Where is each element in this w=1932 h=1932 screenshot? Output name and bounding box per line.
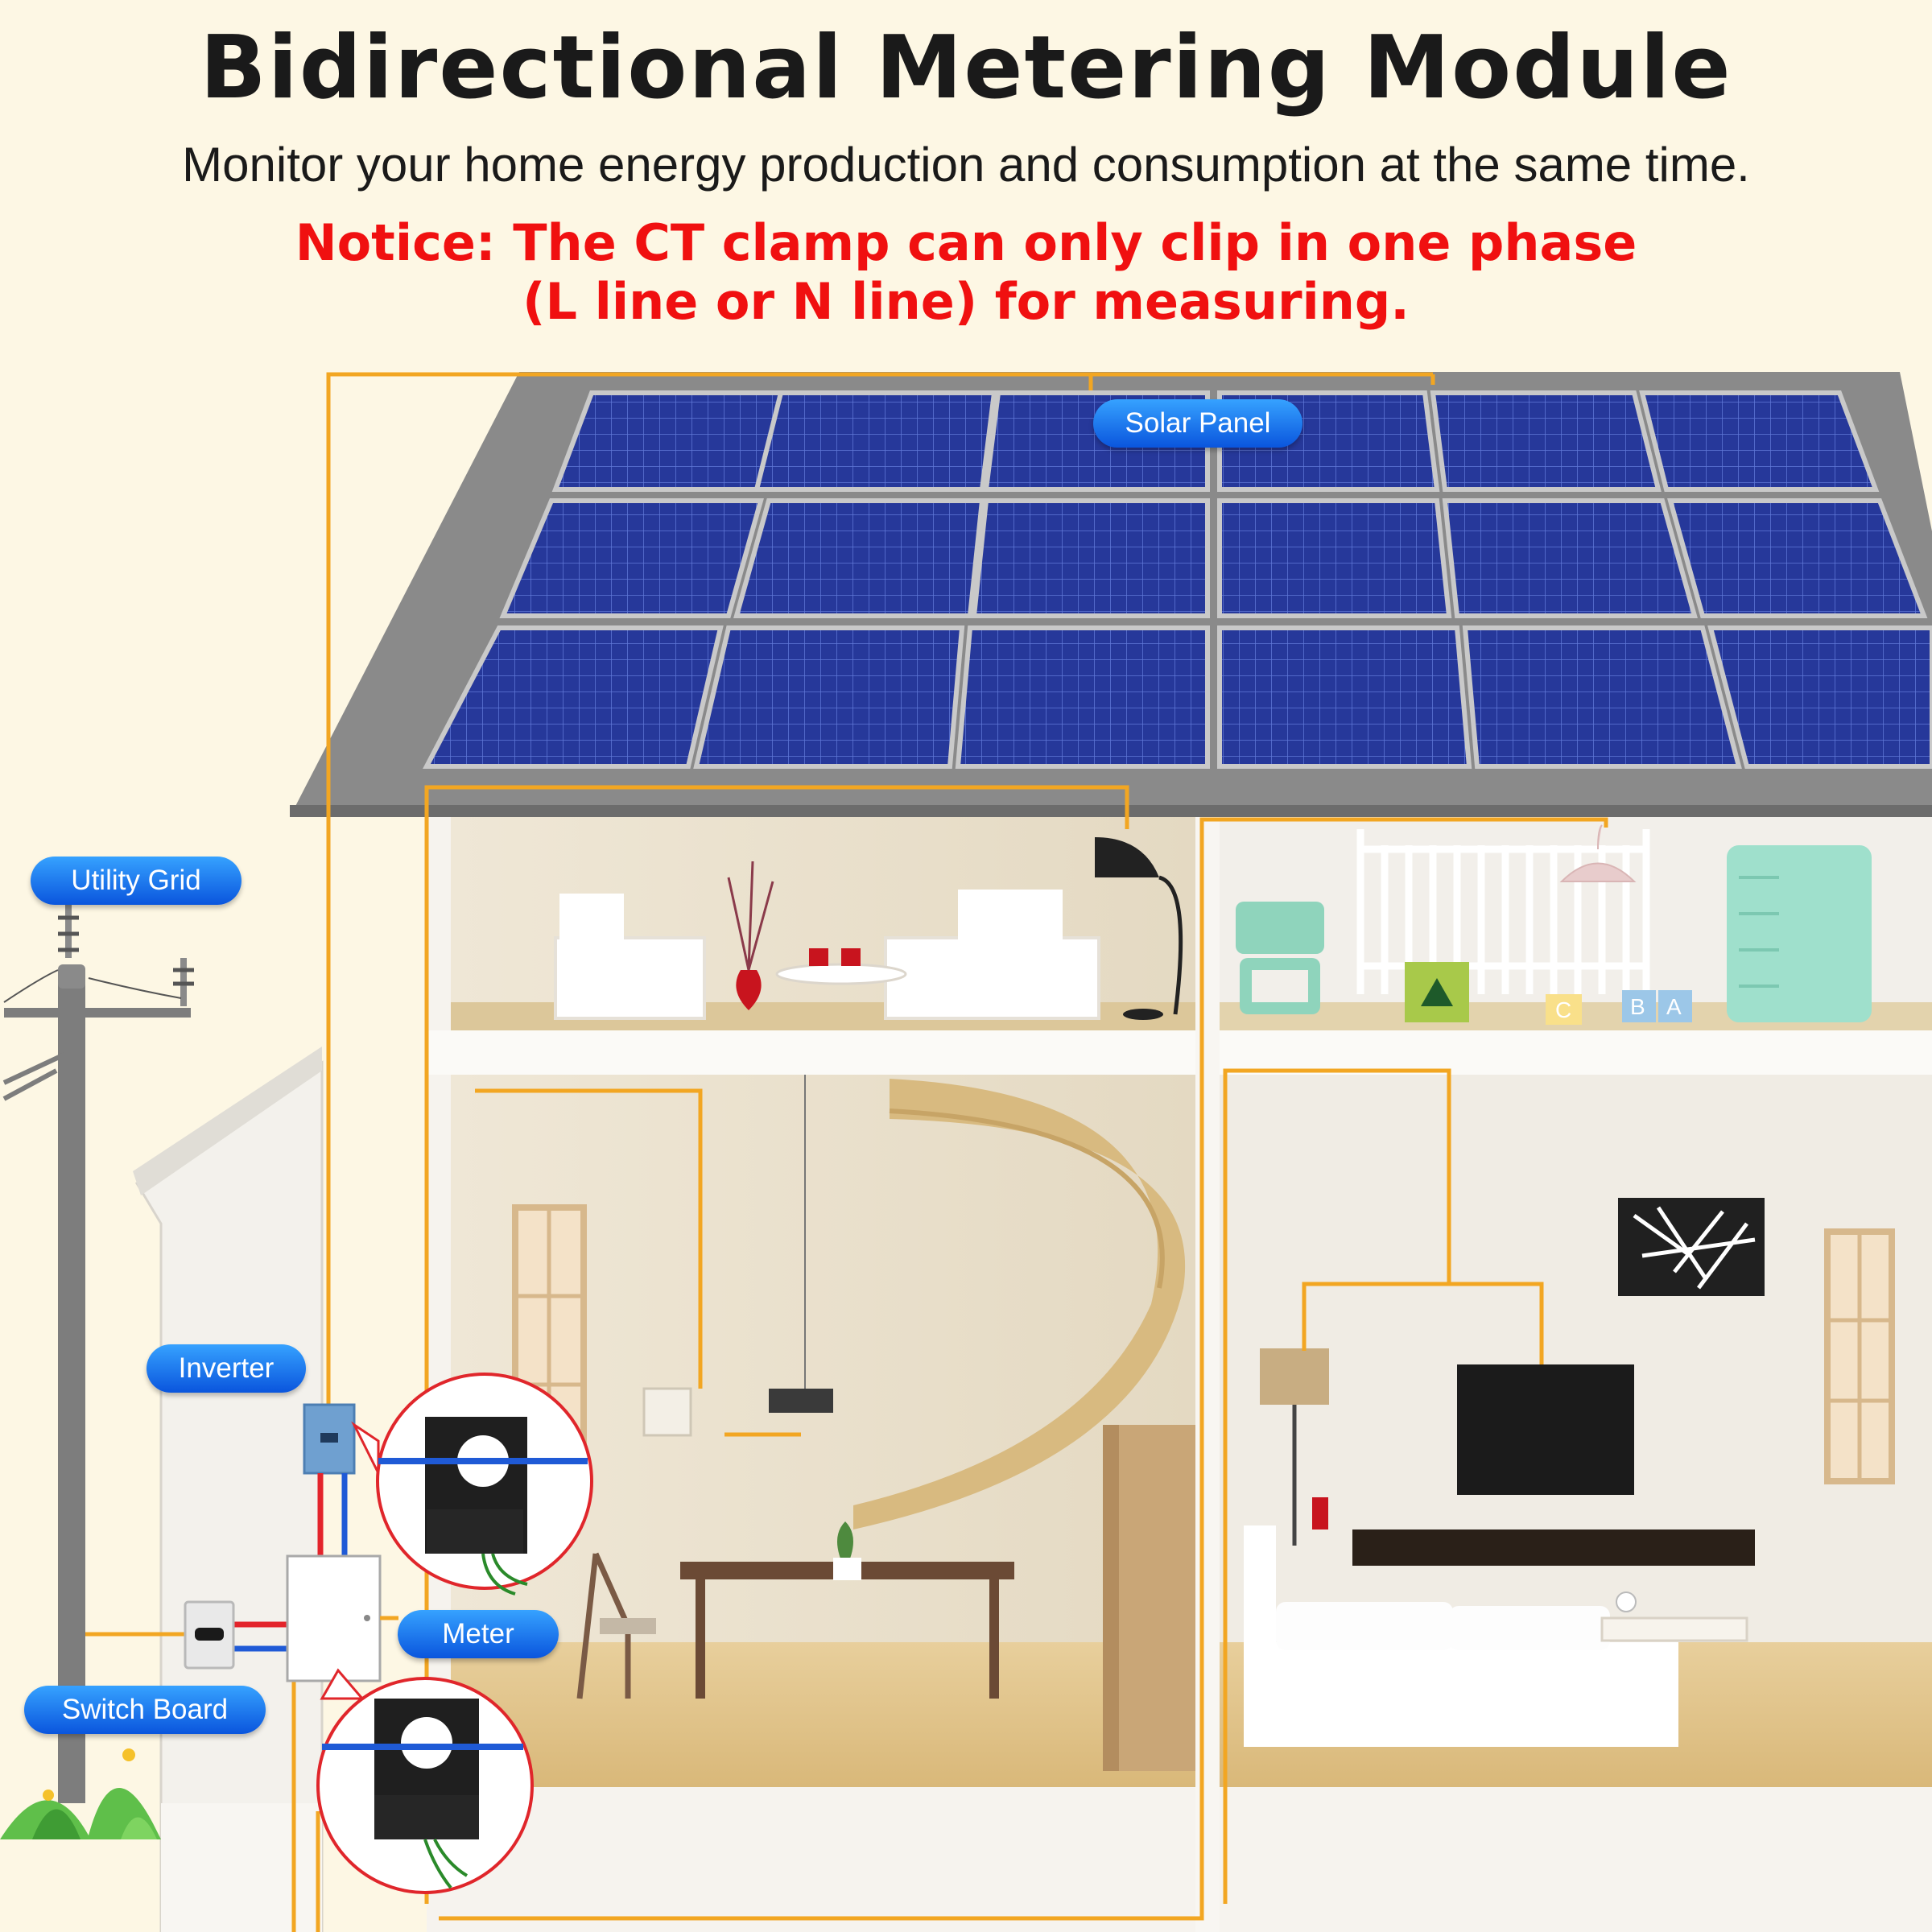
label-switch-board: Switch Board <box>24 1686 266 1734</box>
notice-line-2: (L line or N line) for measuring. <box>522 272 1410 331</box>
meter-icon <box>286 1554 398 1682</box>
utility-pole-icon <box>2 902 194 1803</box>
side-roof-edge <box>133 1046 322 1195</box>
page-subtitle: Monitor your home energy production and … <box>182 138 1750 192</box>
notice-line-1: Notice: The CT clamp can only clip in on… <box>295 213 1637 272</box>
interior-wall <box>1195 797 1220 1932</box>
block-letter-c: C <box>1555 997 1571 1022</box>
power-wires <box>233 1473 348 1652</box>
plant-icon <box>0 1748 161 1839</box>
ct-clamp-icon <box>351 1373 593 1596</box>
label-utility-grid: Utility Grid <box>31 857 242 905</box>
block-letter-b: B <box>1630 994 1645 1019</box>
label-solar-panel: Solar Panel <box>1093 399 1302 448</box>
ct-clamp-icon-2 <box>316 1668 534 1894</box>
block-letter-a: A <box>1666 994 1682 1019</box>
room-upper-right: C B A <box>1220 813 1932 1030</box>
roof-edge <box>290 805 1932 817</box>
floor-slab <box>427 1030 1932 1075</box>
side-wall-base <box>161 1803 322 1932</box>
switch-board-icon <box>184 1600 235 1670</box>
inverter-icon <box>303 1403 356 1475</box>
page-title: Bidirectional Metering Module <box>200 18 1732 118</box>
label-inverter: Inverter <box>147 1344 306 1393</box>
room-upper-left <box>451 813 1195 1030</box>
room-lower-right <box>1220 1075 1932 1787</box>
solar-panel-icon <box>423 390 1932 769</box>
label-meter: Meter <box>398 1610 559 1658</box>
